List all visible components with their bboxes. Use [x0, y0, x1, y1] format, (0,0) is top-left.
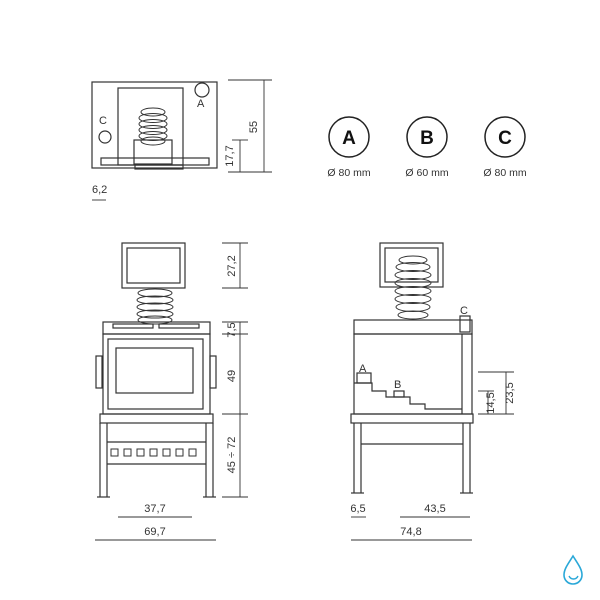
front-view [95, 242, 217, 498]
front-view-dim-inner-width: 37,7 [144, 503, 165, 515]
legend-item-b: B Ø 60 mm [405, 116, 449, 179]
side-view-flue-coil [394, 255, 432, 320]
top-view-collar-foot [134, 164, 184, 170]
legend-item-a: A Ø 80 mm [327, 116, 371, 179]
legend-circle-b [406, 116, 448, 158]
top-view [91, 81, 218, 170]
front-view-dim-width: 69,7 [144, 526, 165, 538]
legend-letter-c: C [498, 128, 512, 149]
legend-diameter-a: Ø 80 mm [327, 167, 370, 179]
legend-circle-c [484, 116, 526, 158]
front-view-band-slot-left [112, 323, 154, 329]
top-view-dim-height: 55 [248, 121, 260, 133]
legend-letter-a: A [342, 128, 356, 149]
front-view-dim-band: 7,5 [226, 322, 238, 337]
side-view-dim-depth: 74,8 [400, 526, 421, 538]
side-view-dim-depth-partial: 43,5 [424, 503, 445, 515]
legend: A Ø 80 mm B Ø 60 mm C Ø 80 mm [327, 116, 527, 179]
side-view [350, 242, 474, 494]
side-view-port-b-stub [393, 390, 405, 398]
legend-circle-a [328, 116, 370, 158]
top-view-flue-coil [138, 107, 168, 146]
front-view-dim-lines [95, 242, 248, 541]
side-view-label-b: B [394, 379, 401, 391]
legend-letter-b: B [420, 128, 434, 149]
side-view-dim-foot: 6,5 [350, 503, 365, 515]
legend-item-c: C Ø 80 mm [483, 116, 527, 179]
legend-diameter-b: Ø 60 mm [405, 167, 448, 179]
front-view-door-frame [107, 338, 204, 410]
front-view-top-box [121, 242, 186, 289]
side-view-top-box-inner [384, 247, 439, 283]
top-view-label-c: C [99, 115, 107, 127]
top-view-collar [133, 139, 173, 165]
side-view-label-c: C [460, 305, 468, 317]
front-view-base-plate [99, 413, 214, 424]
top-view-label-a: A [197, 98, 205, 110]
top-view-dim-offset: 6,2 [92, 184, 107, 196]
side-view-dim-lines [351, 371, 514, 541]
front-view-band-slot-right [158, 323, 200, 329]
top-view-inner-frame [117, 87, 184, 166]
side-view-rear-profile [354, 382, 462, 410]
front-view-side-handle-left [95, 355, 103, 389]
top-view-outline [91, 81, 218, 169]
side-view-port-a-stub [356, 372, 372, 384]
top-view-dim-collar: 17,7 [224, 145, 236, 166]
side-view-dim-b-height: 14,5 [485, 392, 497, 413]
side-view-body [353, 333, 473, 415]
side-view-label-a: A [359, 363, 367, 375]
water-drop-logo-icon [563, 554, 583, 585]
front-view-top-box-inner [126, 247, 181, 284]
top-view-port-c-circle [98, 130, 112, 144]
front-view-side-handle-right [209, 355, 217, 389]
top-view-port-a-circle [194, 82, 210, 98]
side-view-top-box [379, 242, 444, 288]
top-view-dim-lines [92, 79, 272, 201]
side-view-port-c-stub [459, 315, 471, 333]
side-view-dim-a-height: 23,5 [504, 382, 516, 403]
front-view-dim-top: 27,2 [226, 255, 238, 276]
legend-diameter-c: Ø 80 mm [483, 167, 526, 179]
front-view-body [102, 333, 211, 415]
side-view-top-band [353, 319, 473, 335]
front-view-dim-legs: 45 ÷ 72 [226, 437, 238, 474]
front-view-vent-slots [110, 448, 197, 457]
front-view-glass [115, 347, 194, 394]
front-view-dim-body: 49 [226, 370, 238, 382]
side-view-base-plate [350, 413, 474, 424]
front-view-flue-coil [136, 288, 174, 325]
